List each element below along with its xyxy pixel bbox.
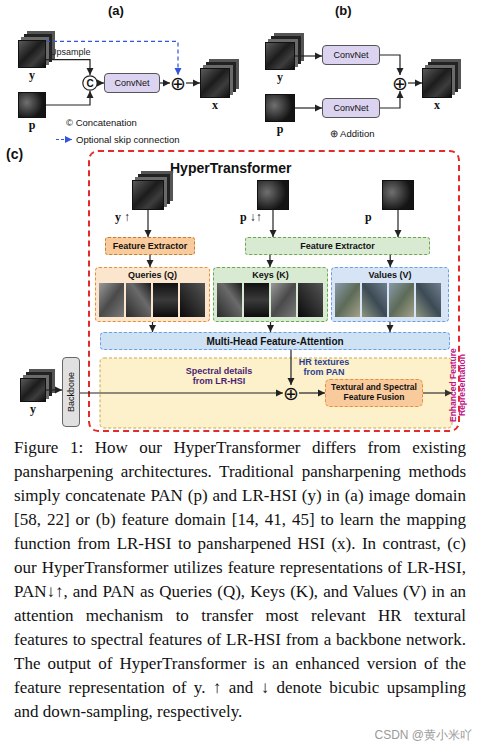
values-box: Values (V) <box>331 267 449 322</box>
node-label: Keys (K) <box>214 270 327 280</box>
node-label: y <box>5 68 59 83</box>
node-label: Feature Extractor <box>300 241 375 251</box>
flow-arrow <box>397 210 398 237</box>
flow-arrow <box>186 82 200 83</box>
flow-arrow <box>152 322 153 332</box>
pan-image: p ↓↑ <box>257 180 289 210</box>
node-label: HyperTransformer <box>170 160 291 176</box>
flow-arrow <box>299 392 325 393</box>
watermark: CSDN @黄小米吖 <box>300 727 472 744</box>
node-label: Backbone <box>66 372 76 412</box>
concat-circle: C <box>82 75 98 91</box>
node-label: Multi-Head Feature-Attention <box>206 336 343 347</box>
addition-symbol: ⊕ <box>392 75 408 91</box>
panel-label: (a) <box>108 3 124 18</box>
convnet-box: ConvNet <box>104 73 160 93</box>
flow-arrow <box>160 82 170 83</box>
feature-extractor: Feature Extractor <box>105 237 195 255</box>
edge-label: Spectral details from LR-HSI <box>178 366 260 387</box>
attention-box: Multi-Head Feature-Attention <box>100 332 450 350</box>
flow-arrow <box>390 255 391 267</box>
flow-arrow <box>408 82 422 83</box>
addition-symbol: ⊕ <box>283 385 299 401</box>
flow-arrow <box>46 60 90 75</box>
fusion-box: Textural and Spectral Feature Fusion <box>325 379 423 407</box>
flow-arrow <box>380 55 400 75</box>
output-arrow <box>423 392 452 393</box>
flow-arrow <box>147 210 148 237</box>
flow-arrow <box>380 91 400 108</box>
convnet-box: ConvNet <box>322 98 380 118</box>
flow-arrow <box>389 322 390 332</box>
pan-image: p <box>382 180 414 210</box>
node-label: Values (V) <box>332 270 448 280</box>
edge-label: HR textures from PAN <box>295 357 353 378</box>
flow-arrow <box>290 350 291 385</box>
keys-box: Keys (K) <box>213 267 328 322</box>
queries-box: Queries (Q) <box>95 267 210 322</box>
addition-symbol: ⊕ <box>170 75 186 91</box>
convnet-box: ConvNet <box>322 45 380 65</box>
flow-arrow <box>269 255 270 267</box>
node-label: x <box>409 98 465 113</box>
hsi-image: y ↑ <box>132 180 164 210</box>
node-label: y <box>7 402 59 417</box>
node-label: Textural and Spectral Feature Fusion <box>328 383 420 403</box>
node-label: ⊕ <box>392 75 408 91</box>
skip-connection <box>46 41 178 75</box>
edge-label: Upsample <box>50 47 96 57</box>
pan-image: p <box>18 92 46 118</box>
flow-arrow <box>295 107 322 108</box>
legend-entry: Optional skip connection <box>76 134 180 145</box>
node-label: Queries (Q) <box>96 270 209 280</box>
legend-entry: © Concatenation <box>66 117 137 128</box>
vertical-label: Enhanced Feature Representation <box>449 330 473 440</box>
node-label: ⊕ <box>170 75 186 91</box>
pan-image: p <box>265 94 295 122</box>
node-label: x <box>187 98 243 113</box>
flow-arrow <box>272 210 273 237</box>
legend-entry: ⊕ Addition <box>330 128 374 139</box>
node-label: ⊕ <box>283 385 299 401</box>
concat-circle-shape <box>83 76 97 90</box>
hypertransformer-frame: HyperTransformer y ↑ p ↓↑ pFeature Extracto… <box>88 150 460 432</box>
hsi-image: y <box>18 40 46 68</box>
panel-label: (c) <box>6 146 23 162</box>
backbone-box: Backbone <box>62 357 80 427</box>
flow-arrow <box>80 392 283 393</box>
node-label: ConvNet <box>333 103 368 113</box>
legend-text: Optional skip connection <box>76 134 180 145</box>
node-label: C <box>86 78 93 89</box>
legend-text: ⊕ Addition <box>330 128 374 139</box>
node-label: p <box>5 118 59 133</box>
output-image: x <box>200 68 230 98</box>
flow-arrow <box>149 255 150 267</box>
flow-arrow <box>46 91 90 105</box>
node-label: p <box>365 210 372 225</box>
node-label: y <box>252 70 308 85</box>
flow-arrow <box>295 55 322 56</box>
panel-label: (b) <box>335 3 352 18</box>
feature-extractor: Feature Extractor <box>245 237 430 255</box>
output-image: x <box>422 68 452 98</box>
node-label: p ↓↑ <box>240 210 262 225</box>
legend-text: © Concatenation <box>66 117 137 128</box>
node-label: p <box>252 122 308 137</box>
node-label: Feature Extractor <box>113 241 188 251</box>
legend-sample-line <box>56 139 72 140</box>
node-label: ConvNet <box>333 50 368 60</box>
hsi-image: y <box>265 42 295 70</box>
flow-arrow <box>270 322 271 332</box>
node-label: y ↑ <box>115 210 130 225</box>
flow-arrow <box>46 389 62 390</box>
hsi-image: y <box>20 378 46 402</box>
figure-caption: Figure 1: How our HyperTransformer diffe… <box>14 436 466 724</box>
node-label: ConvNet <box>114 78 149 88</box>
fusion-band <box>100 358 452 428</box>
